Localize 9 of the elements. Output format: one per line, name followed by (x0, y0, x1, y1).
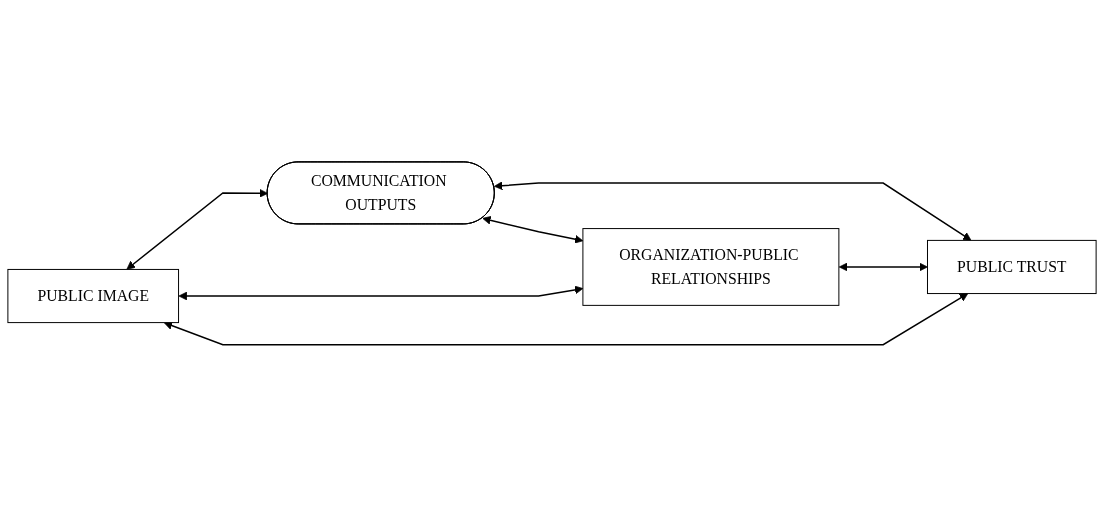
node-box: PUBLIC IMAGE (7, 269, 180, 324)
arrow (494, 181, 972, 241)
arrow (838, 262, 928, 272)
arrow (163, 293, 969, 346)
node-box: ORGANIZATION-PUBLIC RELATIONSHIPS (582, 228, 840, 307)
arrow (126, 189, 269, 270)
arrow (178, 285, 584, 301)
node-box: PUBLIC TRUST (927, 240, 1097, 295)
arrow (482, 216, 584, 244)
